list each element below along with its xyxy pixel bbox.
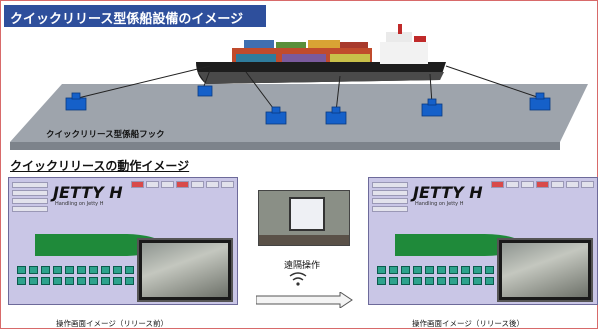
caption-before-release: 操作画面イメージ（リリース前） xyxy=(56,319,168,328)
screen-subtitle: Handling on Jetty H xyxy=(415,201,464,207)
mooring-hook-icon xyxy=(65,85,551,125)
screen-title: JETTY H xyxy=(53,183,123,202)
container-ship xyxy=(196,24,446,84)
figure-title: クイックリリース型係船設備のイメージ xyxy=(4,5,266,27)
dock-slab xyxy=(10,84,588,142)
screen-subtitle: Handling on Jetty H xyxy=(55,201,104,207)
ship-icon xyxy=(395,234,523,256)
dock-diagram xyxy=(10,24,588,150)
screen-menu-buttons xyxy=(372,182,408,214)
ship-icon xyxy=(35,234,163,256)
screen-title: JETTY H xyxy=(413,183,483,202)
wireless-signal-icon xyxy=(289,272,307,286)
hook-status-grid xyxy=(377,266,495,285)
hook-status-grid xyxy=(17,266,135,285)
screen-status-buttons xyxy=(491,181,594,188)
monitor-icon xyxy=(289,197,325,231)
hook-label: クイックリリース型係船フック xyxy=(46,130,165,140)
right-arrow-icon xyxy=(256,292,353,308)
camera-view xyxy=(137,238,233,302)
remote-operation-photo xyxy=(258,190,350,246)
screen-status-buttons xyxy=(131,181,234,188)
screen-after-release: JETTY H Handling on Jetty H xyxy=(368,177,598,305)
screen-before-release: JETTY H Handling on Jetty H xyxy=(8,177,238,305)
camera-view xyxy=(497,238,593,302)
caption-after-release: 操作画面イメージ（リリース後） xyxy=(412,319,524,328)
screen-menu-buttons xyxy=(12,182,48,214)
remote-operation-label: 遠隔操作 xyxy=(284,261,321,271)
operation-section-title: クイックリリースの動作イメージ xyxy=(10,159,190,173)
